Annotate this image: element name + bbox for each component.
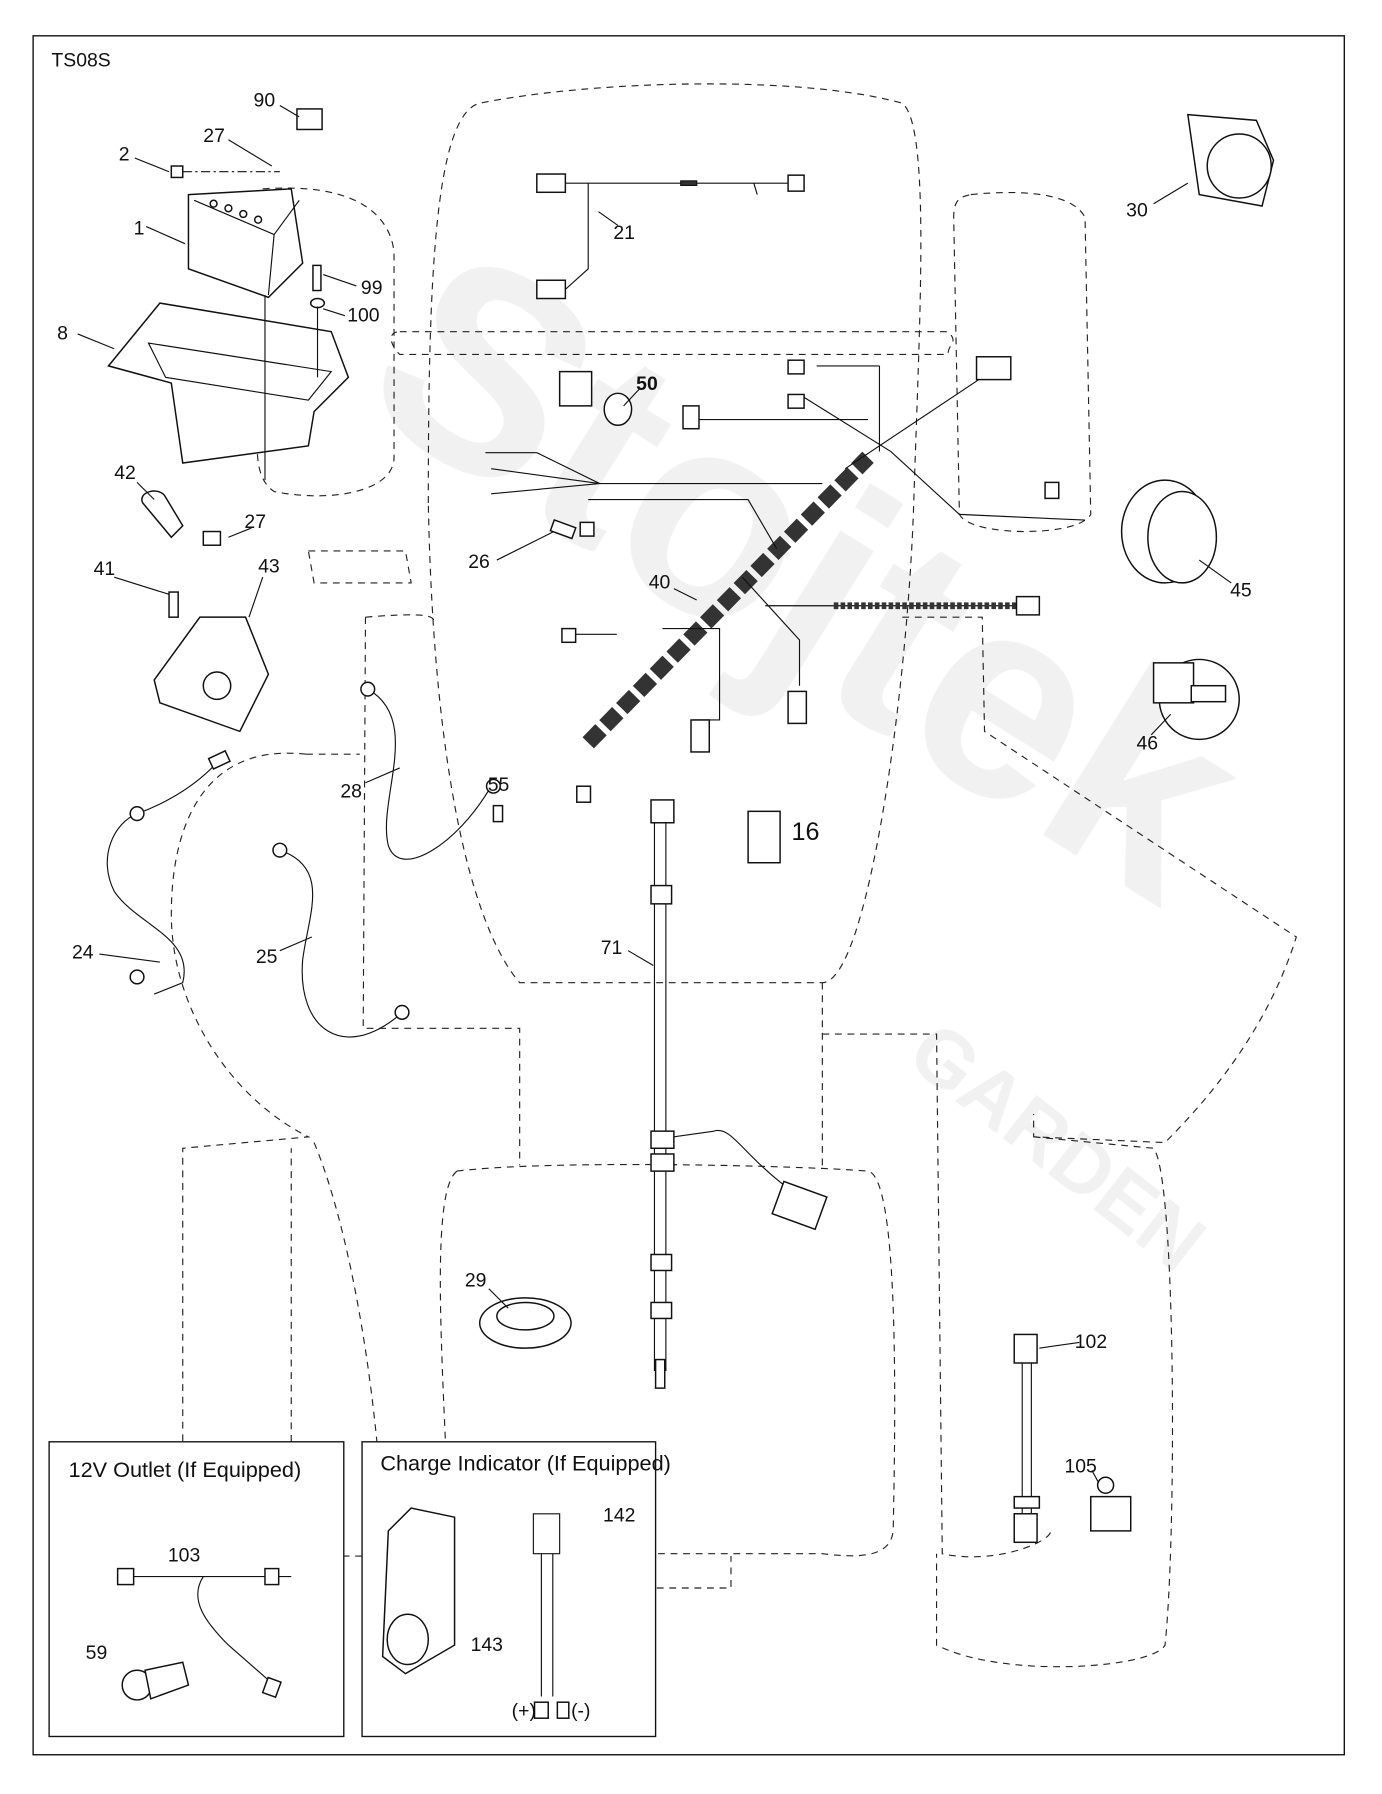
harness-102 <box>1013 1333 1041 1544</box>
label-90: 90 <box>254 90 276 112</box>
label-1: 1 <box>134 218 145 240</box>
label-142: 142 <box>603 1505 635 1527</box>
watermark-sub: GARDEN <box>893 1005 1221 1288</box>
label-102: 102 <box>1075 1331 1107 1353</box>
inset-charge-indicator: Charge Indicator (If Equipped) 142 143 (… <box>361 1441 671 1738</box>
label-59: 59 <box>86 1642 108 1664</box>
switch-50 <box>558 370 593 407</box>
boot-42 <box>141 490 184 539</box>
label-16: 16 <box>792 818 820 846</box>
battery-bolt <box>170 165 184 179</box>
label-105: 105 <box>1064 1456 1096 1478</box>
label-100: 100 <box>347 304 380 326</box>
label-27b: 27 <box>244 511 266 533</box>
label-minus: (-) <box>571 1700 590 1722</box>
label-143: 143 <box>471 1634 503 1656</box>
label-plus: (+) <box>512 1700 536 1722</box>
cables <box>106 681 504 1038</box>
switch-105 <box>1090 1495 1132 1532</box>
part-labels: 90 27 2 1 99 100 8 21 50 30 42 27 41 43 … <box>57 90 1252 1478</box>
label-45: 45 <box>1230 580 1252 602</box>
label-46: 46 <box>1136 733 1158 755</box>
label-29: 29 <box>465 1269 487 1291</box>
battery-assembly <box>107 108 350 481</box>
bolt-41 <box>168 591 179 618</box>
label-99: 99 <box>361 277 383 299</box>
label-26: 26 <box>468 551 490 573</box>
label-27: 27 <box>203 125 225 147</box>
terminal-cover <box>296 108 323 131</box>
inset-title-charge: Charge Indicator (If Equipped) <box>380 1450 671 1475</box>
battery <box>187 188 304 299</box>
label-21: 21 <box>613 222 635 244</box>
dashed-zone-outlines <box>170 83 1298 1668</box>
inset-title-outlet: 12V Outlet (If Equipped) <box>69 1457 302 1482</box>
label-71: 71 <box>601 937 623 959</box>
solenoid-assembly <box>141 490 270 733</box>
bolt-99 <box>312 264 322 292</box>
diagram-code: TS08S <box>51 50 110 72</box>
fuse-26 <box>549 519 577 540</box>
label-55: 55 <box>488 774 510 796</box>
label-41: 41 <box>94 558 116 580</box>
label-30: 30 <box>1126 199 1148 221</box>
switch-16 <box>747 810 781 864</box>
label-28: 28 <box>340 781 362 803</box>
nut-27 <box>202 530 222 546</box>
battery-tray <box>107 302 350 464</box>
label-42: 42 <box>114 462 136 484</box>
harness-21 <box>536 173 805 300</box>
label-8: 8 <box>57 323 68 345</box>
label-40: 40 <box>649 572 671 594</box>
label-2: 2 <box>119 143 130 165</box>
harness-71 <box>650 799 828 1389</box>
main-harness-40 <box>485 356 1086 803</box>
washer-100 <box>309 297 326 309</box>
label-103: 103 <box>168 1545 200 1567</box>
diagram-frame <box>32 35 1345 1756</box>
label-25: 25 <box>256 946 278 968</box>
label-24: 24 <box>72 942 94 964</box>
label-50: 50 <box>636 373 658 395</box>
label-43: 43 <box>258 556 280 578</box>
screw-55 <box>492 804 504 823</box>
inset-12v-outlet: 12V Outlet (If Equipped) 103 59 <box>48 1441 345 1738</box>
